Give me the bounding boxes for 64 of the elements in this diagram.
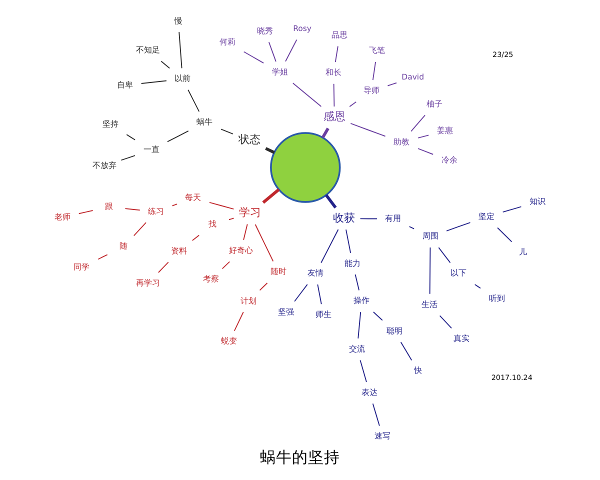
connector — [418, 148, 434, 155]
node-text: 收获 — [332, 211, 355, 224]
node-text: 学习 — [238, 206, 261, 220]
connector — [178, 32, 182, 69]
connector — [446, 222, 471, 232]
connector — [133, 222, 146, 236]
connector — [294, 284, 308, 302]
connector — [140, 80, 167, 84]
connector — [320, 229, 339, 264]
connector — [98, 254, 108, 260]
connector — [268, 42, 276, 62]
connector — [78, 210, 94, 214]
connector — [126, 134, 136, 140]
connector — [372, 312, 383, 321]
connector — [243, 224, 248, 240]
node-text: 状态 — [238, 133, 260, 146]
connector — [325, 194, 337, 209]
connector — [502, 206, 522, 212]
connector — [317, 284, 322, 305]
connector — [285, 39, 298, 62]
connector — [497, 227, 512, 242]
connector — [120, 155, 136, 161]
connector — [349, 101, 357, 108]
connector — [387, 82, 397, 86]
connector — [292, 82, 322, 107]
connector — [372, 61, 376, 81]
connector — [160, 60, 170, 69]
connector — [334, 46, 338, 63]
connector — [418, 134, 430, 138]
connector — [400, 342, 412, 361]
connector — [429, 247, 431, 294]
connector — [346, 229, 352, 254]
connector — [172, 204, 178, 206]
connector — [410, 114, 426, 132]
connector — [262, 188, 280, 204]
connector — [192, 234, 200, 242]
connector — [354, 274, 360, 291]
connector — [372, 403, 380, 426]
connector — [265, 147, 275, 154]
connector — [158, 262, 169, 273]
connector — [228, 218, 234, 220]
connector — [243, 51, 264, 64]
connector — [321, 128, 330, 138]
connector — [360, 218, 378, 220]
connector — [209, 202, 234, 210]
connector — [234, 312, 244, 332]
node-text: 感恩 — [323, 110, 346, 124]
connector — [259, 282, 268, 291]
connector — [222, 261, 230, 270]
connector — [438, 247, 451, 264]
diagram-title: 蜗牛的坚持 — [260, 448, 340, 466]
connector — [439, 315, 452, 329]
connector — [167, 130, 189, 142]
connector — [124, 208, 140, 211]
connector — [254, 224, 274, 262]
connector — [474, 284, 481, 289]
connector — [350, 122, 386, 137]
connector — [358, 312, 362, 339]
connector — [220, 128, 234, 134]
connector — [188, 89, 200, 112]
connector — [333, 83, 335, 107]
node-circle — [270, 132, 341, 203]
connector — [408, 226, 415, 230]
connector — [360, 360, 367, 382]
